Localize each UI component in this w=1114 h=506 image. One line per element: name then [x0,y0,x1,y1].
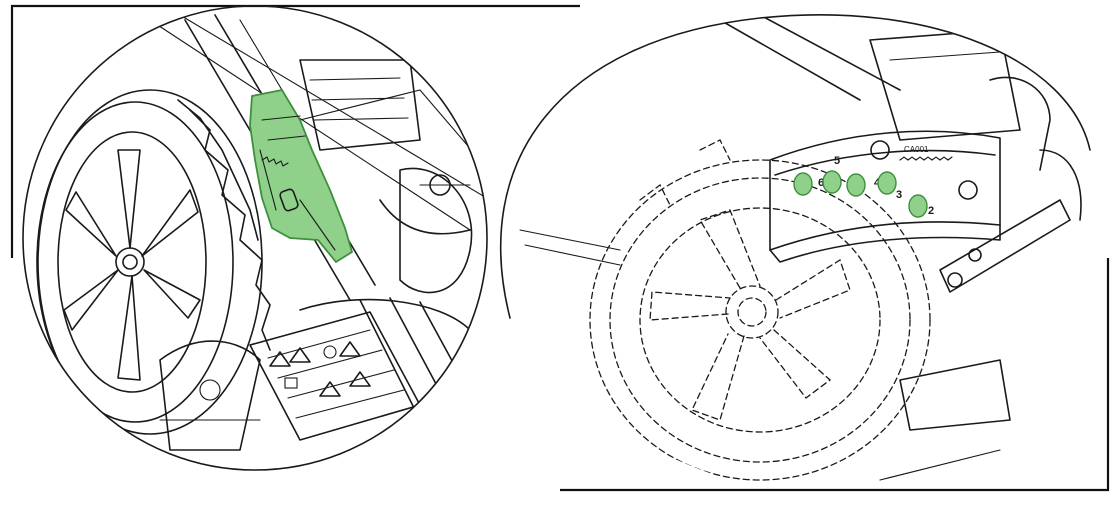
frame-lines [10,4,1110,492]
height-hole-4 [846,173,866,197]
left-view-circle [22,5,488,471]
height-hole-3 [877,171,897,195]
lever-highlight [249,88,354,264]
right-view-outline [500,14,1091,319]
hole-label-6: 6 [818,177,824,189]
wheel-hub [115,247,145,277]
warning-label-plate [159,297,471,451]
plate-bolt-left [870,140,890,160]
front-wheel [589,139,931,481]
front-wheel-hub [725,285,779,339]
left-detail-view [22,5,488,471]
plate-code-text: CA001 [904,145,929,154]
hole-label-5: 5 [834,155,840,167]
rear-wheel [36,89,271,435]
hole-label-3: 3 [896,189,902,201]
height-hole-6 [793,172,813,196]
height-adjust-lever [249,88,354,264]
right-detail-view: CA001 6 5 4 3 2 [500,14,1091,481]
height-adjust-plate: CA001 6 5 4 3 2 [769,130,1001,263]
height-hole-5 [822,170,842,194]
hole-label-2: 2 [928,205,934,217]
height-hole-2 [908,194,928,218]
plate-bolt-right [958,180,978,200]
